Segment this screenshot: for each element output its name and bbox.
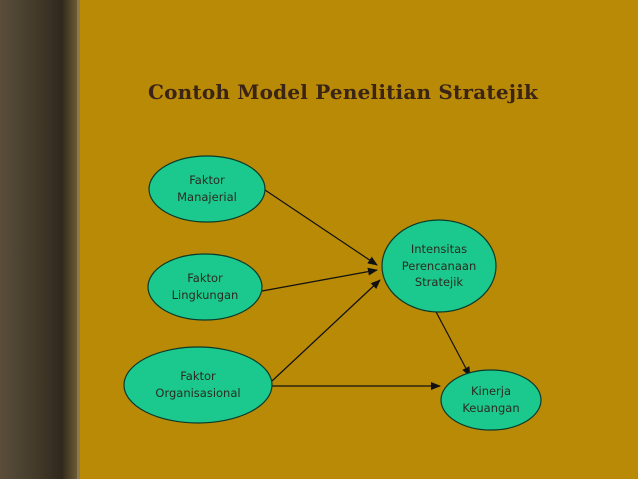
node-label-kinerja: Kinerja Keuangan — [462, 384, 520, 415]
node-manajerial — [148, 155, 266, 223]
arrow-intensitas-to-kinerja — [433, 307, 471, 377]
node-label-lingkungan: Faktor Lingkungan — [171, 271, 239, 302]
node-label-manajerial: Faktor Manajerial — [177, 173, 237, 204]
node-organisasional — [123, 346, 273, 424]
node-lingkungan — [147, 253, 263, 321]
node-label-intensitas: Intensitas Perencanaan Stratejik — [401, 241, 477, 290]
left-decorative-band — [0, 0, 77, 479]
arrow-manajerial-to-intensitas — [264, 189, 378, 266]
node-label-organisasional: Faktor Organisasional — [155, 369, 241, 400]
slide-title: Contoh Model Penelitian Stratejik — [148, 80, 539, 104]
node-kinerja — [440, 369, 542, 431]
left-band-edge — [77, 0, 80, 479]
arrow-organisasional-to-intensitas — [271, 279, 381, 382]
arrow-lingkungan-to-intensitas — [261, 267, 378, 292]
node-intensitas — [381, 219, 497, 313]
